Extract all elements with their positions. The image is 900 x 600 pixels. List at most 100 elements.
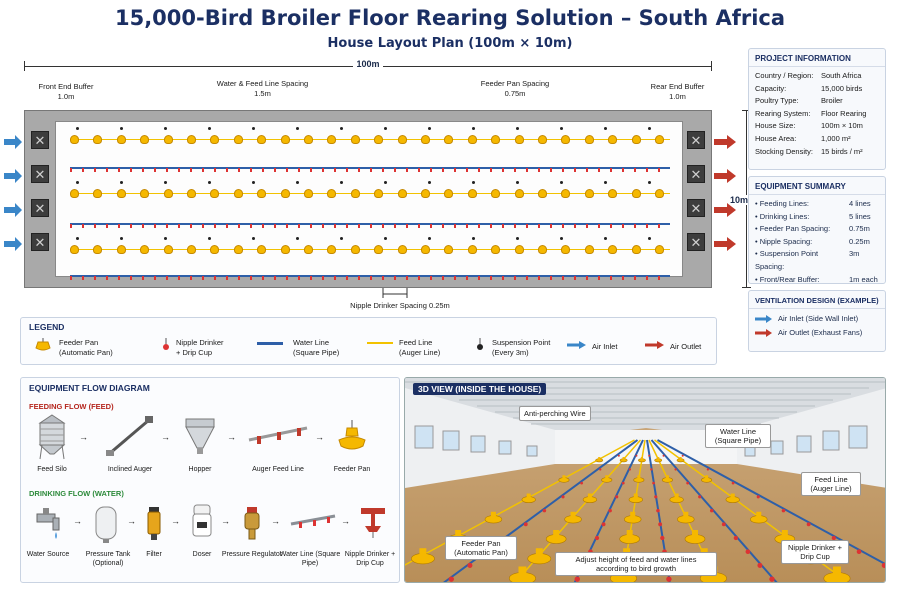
callout-feeder-pan: Feeder Pan (Automatic Pan) <box>445 536 517 560</box>
pressure-tank-icon <box>95 506 117 543</box>
air-inlet-arrow-icon <box>755 314 772 323</box>
nipple-drinker-icon <box>574 576 580 582</box>
nipple-drinker-icon <box>334 168 336 172</box>
feeder-pan-icon <box>163 189 173 198</box>
nipple-drinker-icon <box>118 224 120 228</box>
nipple-drinker-icon <box>442 168 444 172</box>
nipple-drinker-icon <box>310 224 312 228</box>
suspension-point-icon <box>340 237 343 240</box>
legend-feed-line: Feed Line(Auger Line) <box>399 338 441 357</box>
feed-line-row <box>70 134 670 146</box>
nipple-drinker-icon <box>599 468 602 471</box>
ventilation-panel: VENTILATION DESIGN (EXAMPLE) Air Inlet (… <box>748 290 886 352</box>
info-row: Stocking Density:15 birds / m² <box>749 146 885 159</box>
window-icon <box>526 445 538 457</box>
feeder-pan-icon <box>163 245 173 254</box>
feeder-pan-icon <box>608 245 618 254</box>
nipple-drinker-icon <box>346 276 348 280</box>
nipple-drinker-icon <box>721 522 726 527</box>
nipple-drinker-icon <box>370 224 372 228</box>
nipple-drinker-icon <box>666 576 672 582</box>
nipple-drinker-icon <box>650 468 653 471</box>
water-feed-spacing-annotation: Water & Feed Line Spacing 1.5m <box>216 79 309 98</box>
nipple-drinker-icon <box>634 224 636 228</box>
nipple-drinker-icon <box>628 468 632 471</box>
inlet-fan-icon <box>31 165 49 183</box>
nipple-drinker-icon <box>358 168 360 172</box>
suspension-point-icon <box>428 127 431 130</box>
nipple-drinker-icon <box>502 168 504 172</box>
nipple-drinker-icon <box>178 224 180 228</box>
nipple-drinker-icon <box>634 168 636 172</box>
nipple-drinker-icon <box>709 508 714 513</box>
nipple-drinker-icon <box>166 224 168 228</box>
nipple-drinker-icon <box>580 481 584 485</box>
nipple-drinker-icon <box>370 276 372 280</box>
feeder-pan-icon <box>304 245 313 254</box>
feeder-pan-icon <box>491 135 501 144</box>
width-label: 10m <box>730 195 749 205</box>
flow-doser: Doser <box>192 551 212 558</box>
nipple-drinker-icon <box>586 276 588 280</box>
nipple-drinker-icon <box>608 508 612 513</box>
nipple-drinker-icon <box>334 224 336 228</box>
callout-feed-line: Feed Line (Auger Line) <box>801 472 861 496</box>
feeder-pan-icon <box>467 135 477 144</box>
feeder-pan-icon <box>491 245 501 254</box>
nipple-drinker-icon <box>550 276 552 280</box>
nipple-drinker-icon <box>598 224 600 228</box>
flow-feeder-pan: Feeder Pan <box>333 466 371 473</box>
nipple-drinker-icon <box>238 168 240 172</box>
info-value: 0.25m <box>849 236 870 246</box>
info-row: Rearing System:Floor Rearing <box>749 108 885 121</box>
feeder-pan-icon <box>257 245 267 254</box>
suspension-point-icon <box>208 181 211 184</box>
nipple-drinker-icon <box>250 276 252 280</box>
project-info-panel: PROJECT INFORMATION Country / Region:Sou… <box>748 48 886 170</box>
suspension-point-icon <box>428 237 431 240</box>
feeder-pan-icon <box>257 189 267 198</box>
suspension-point-icon <box>76 237 79 240</box>
legend-nipple-drinker: Nipple Drinker+ Drip Cup <box>176 338 224 357</box>
feeder-pan-icon <box>538 189 547 198</box>
info-key: Capacity: <box>755 83 787 93</box>
feeder-pan-icon <box>210 135 220 144</box>
nipple-drinker-icon <box>658 168 660 172</box>
legend-panel: LEGEND Feeder Pan(Automatic Pan) Nipple … <box>20 317 717 365</box>
feeder-pan-icon <box>233 189 243 198</box>
nipple-drinker-icon <box>622 276 624 280</box>
feeder-pan-icon <box>374 189 384 198</box>
feeder-pan-icon <box>421 135 430 144</box>
feeder-pan-icon <box>233 245 243 254</box>
feeder-pan-icon <box>655 135 664 144</box>
feeder-pan-icon <box>631 135 641 144</box>
nipple-drinker-icon <box>598 168 600 172</box>
nipple-drinker-icon <box>190 168 192 172</box>
feed-line-row <box>70 244 670 256</box>
nipple-drinker-icon <box>574 224 576 228</box>
legend-title: LEGEND <box>29 322 65 332</box>
3d-view-title: 3D VIEW (INSIDE THE HOUSE) <box>413 383 547 395</box>
flow-water-line: Water Line (Square Pipe) <box>279 551 341 567</box>
window-icon <box>470 435 486 453</box>
nipple-drinker-icon <box>106 276 108 280</box>
feeder-pan-icon <box>608 189 618 198</box>
nipple-drinker-icon <box>466 276 468 280</box>
nipple-drinker-icon <box>154 224 156 228</box>
nipple-drinker-icon <box>526 168 528 172</box>
window-icon <box>770 440 784 455</box>
nipple-drinker-icon <box>490 276 492 280</box>
air-outlet-arrow-icon <box>645 341 664 349</box>
water-line-row <box>70 220 670 228</box>
info-row: • Feeding Lines:4 lines <box>749 198 885 211</box>
exhaust-fan-icon <box>687 165 705 183</box>
nipple-drinker-icon <box>406 168 408 172</box>
nipple-drinker-icon <box>698 495 702 499</box>
feeder-pan-icon <box>93 245 103 254</box>
suspension-point-icon <box>164 181 167 184</box>
info-key: • Front/Rear Buffer: <box>755 274 820 284</box>
window-icon <box>498 440 512 455</box>
legend-suspension-point: Suspension Point(Every 3m) <box>492 338 551 357</box>
feeder-pan-icon <box>327 135 337 144</box>
nipple-drinker-icon <box>334 276 336 280</box>
